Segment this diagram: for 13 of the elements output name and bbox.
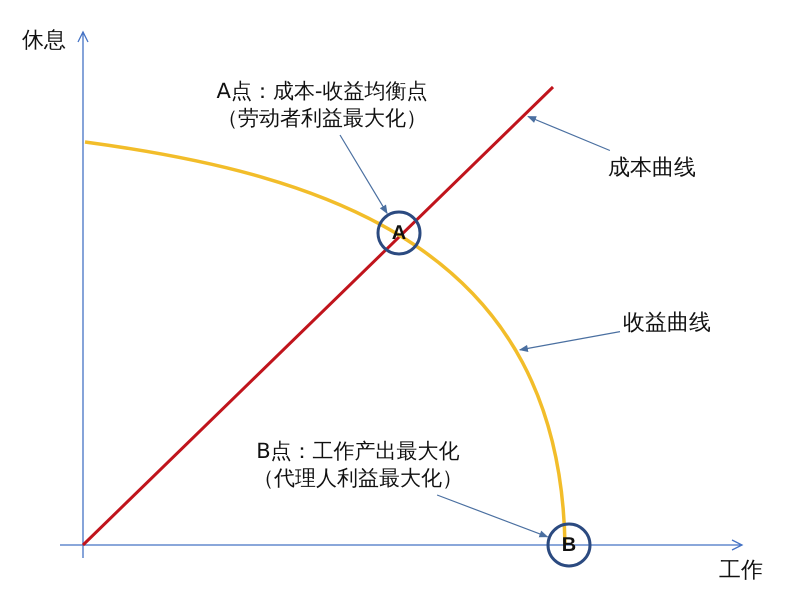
leader-arrow	[436, 494, 548, 538]
point-note: （劳动者利益最大化）	[216, 105, 428, 132]
leader-arrow	[339, 134, 388, 214]
point-note: （代理人利益最大化）	[253, 465, 463, 492]
leader-arrow	[518, 331, 620, 352]
axis-label: 工作	[719, 557, 763, 585]
leader-arrow	[527, 116, 610, 152]
point-circle: A	[376, 210, 422, 256]
point-title: A点：成本-收益均衡点	[216, 78, 428, 105]
curve-label: 成本曲线	[608, 154, 696, 182]
axis-label: 休息	[22, 27, 66, 55]
curve-label: 收益曲线	[623, 308, 711, 338]
point-title: B点：工作产出最大化	[255, 438, 461, 465]
